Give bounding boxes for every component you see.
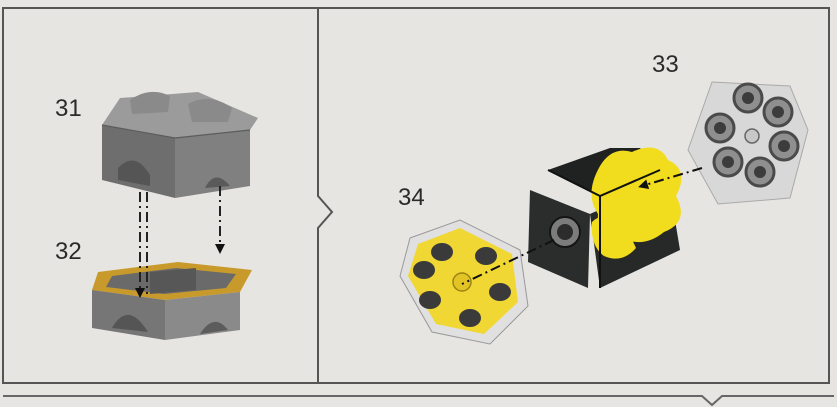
part-label-33: 33 (652, 51, 679, 79)
part-label-32: 32 (55, 238, 82, 266)
cube-block-icon (528, 148, 681, 289)
part-label-34: 34 (398, 184, 425, 212)
hex-plate-34-icon (400, 220, 528, 344)
hex-plate-33-icon (688, 82, 808, 204)
block-31-icon (102, 92, 258, 198)
part-label-31: 31 (55, 95, 82, 123)
bottom-callout-bracket (3, 396, 834, 405)
panel-divider-bracket (318, 8, 332, 383)
block-32-icon (92, 262, 252, 340)
